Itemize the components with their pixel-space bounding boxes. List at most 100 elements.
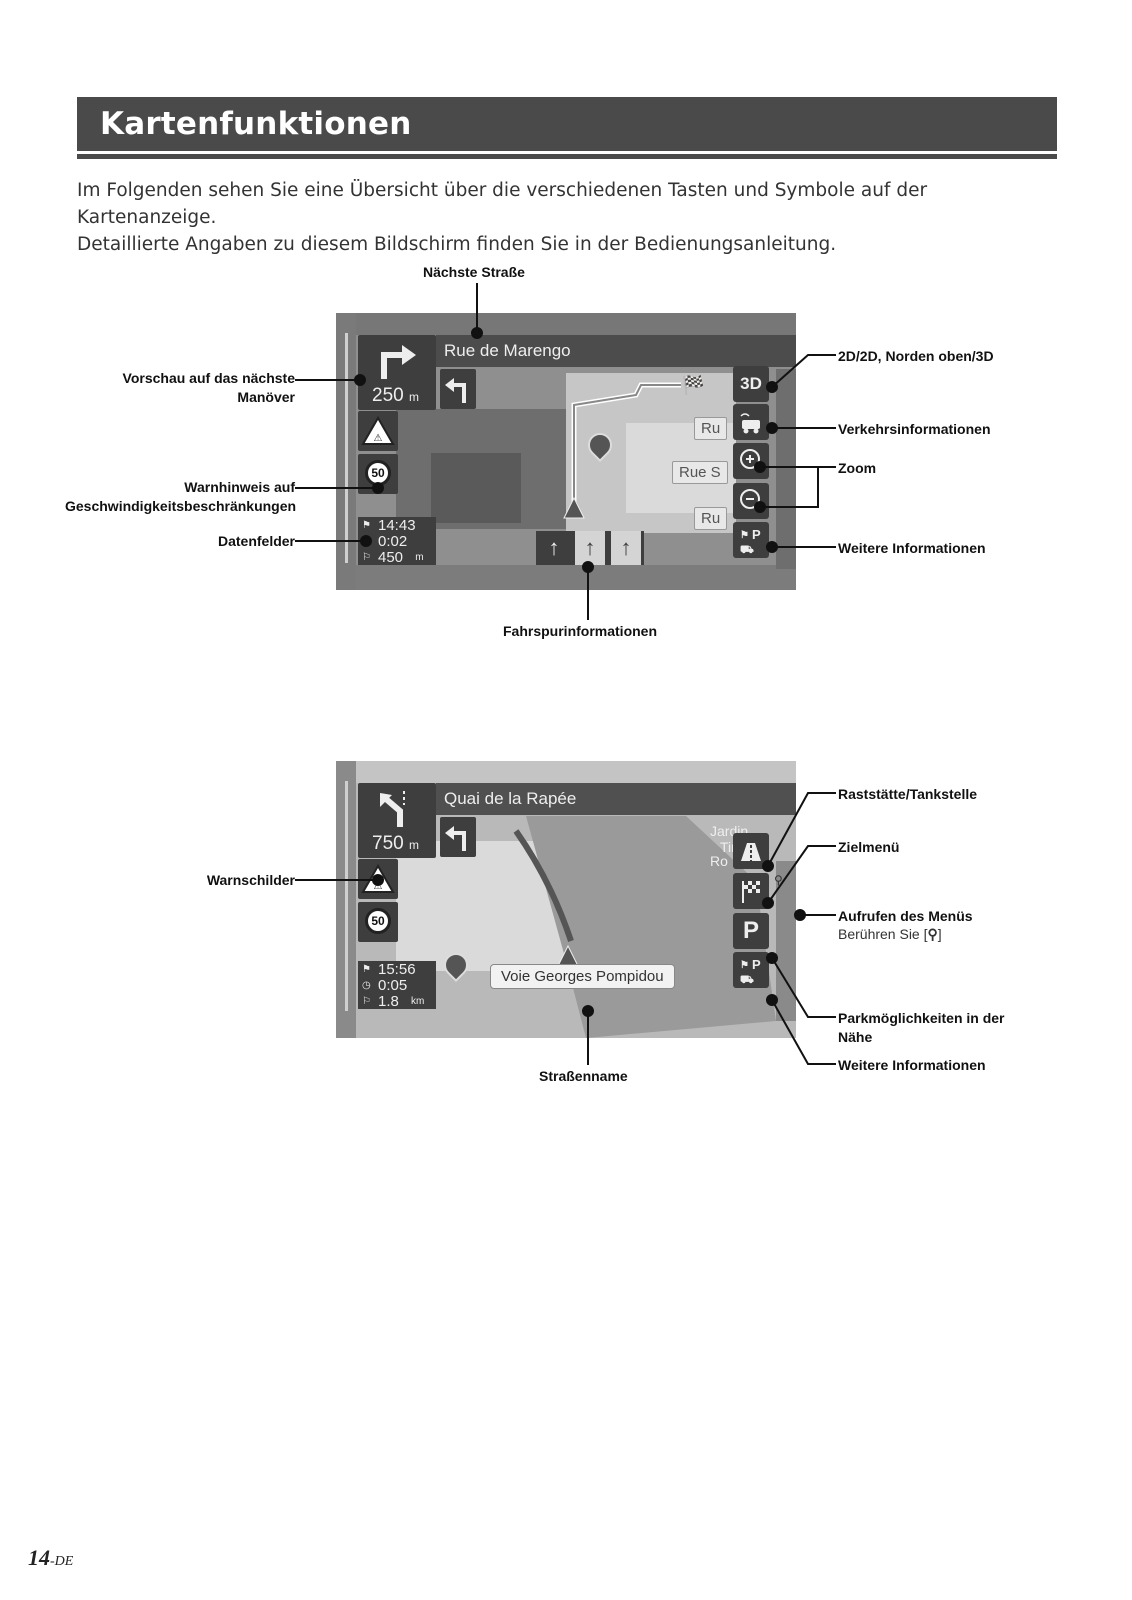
more-info-icon: ⚑ P ⛟: [740, 957, 761, 986]
data-fields[interactable]: ⚑14:43 ◷0:02 ⚐450 m: [358, 517, 436, 566]
destination-menu-button[interactable]: [733, 873, 769, 909]
map-foreground: [356, 565, 796, 590]
navigation-screen-3d: 🏁 Ru Rue S Ru Rue de Marengo 250 m ⚠ 50 …: [336, 313, 796, 590]
maneuver-preview[interactable]: 750 m: [358, 783, 436, 858]
zoom-out-icon: [740, 489, 763, 512]
callout-more-info: Weitere Informationen: [838, 540, 986, 556]
zoom-in-icon: [740, 449, 763, 472]
callout-lane-info: Fahrspurinformationen: [503, 623, 658, 639]
data-field-arrival: ⚑15:56: [362, 961, 416, 978]
map-street-label: Ru: [694, 507, 728, 530]
children-warning-icon: ⚠: [361, 863, 395, 893]
callout-more-info-2: Weitere Informationen: [838, 1057, 986, 1073]
data-field-distance: ⚐450 m: [362, 549, 424, 566]
next-street-bar[interactable]: Quai de la Rapée: [436, 783, 796, 815]
callout-zoom: Zoom: [838, 460, 877, 476]
checkered-flag-icon: [742, 881, 760, 903]
header-rule: [77, 154, 1057, 159]
distance-flag-icon: ⚐: [362, 996, 371, 1007]
data-field-time: ◷0:05: [362, 977, 408, 994]
callout-street-name: Straßenname: [539, 1068, 628, 1084]
lane-assist: ↑ ↑ ↑: [536, 531, 644, 565]
warning-sign-box[interactable]: ⚠: [358, 859, 398, 899]
flag-icon: ⚑: [362, 520, 371, 531]
lane-arrow-active-icon: ↑: [611, 531, 641, 565]
map-area-label: Tir: [720, 839, 736, 855]
view-mode-3d-button[interactable]: 3D: [733, 366, 769, 402]
search-menu-icon[interactable]: ⚲: [774, 873, 783, 887]
route-progress-strip: [336, 313, 356, 590]
svg-text:⚠: ⚠: [374, 881, 383, 892]
traffic-car-icon: [740, 413, 760, 434]
keep-left-icon: [380, 791, 405, 827]
map-top: [356, 761, 796, 783]
speed-limit-box[interactable]: 50: [358, 902, 398, 942]
more-info-button[interactable]: ⚑ P ⛟: [733, 522, 769, 558]
svg-text:P: P: [752, 957, 761, 972]
maneuver-preview[interactable]: 250 m: [358, 335, 436, 410]
search-icon: ⚲: [927, 926, 938, 942]
callout-next-street: Nächste Straße: [423, 264, 525, 280]
maneuver-distance: 750 m: [372, 833, 419, 854]
children-warning-icon: ⚠: [361, 415, 395, 445]
map-building-3d: [431, 453, 521, 523]
current-road-name: Voie Georges Pompidou: [490, 964, 675, 989]
svg-text:⚠: ⚠: [374, 433, 383, 444]
lane-arrow-active-icon: ↑: [575, 531, 605, 565]
intro-line-2: Detaillierte Angaben zu diesem Bildschir…: [77, 234, 837, 255]
speed-limit-sign: 50: [365, 460, 391, 486]
distance-flag-icon: ⚐: [362, 552, 371, 563]
page-title: Kartenfunktionen: [100, 106, 412, 142]
speed-limit-box[interactable]: 50: [358, 454, 398, 494]
traffic-button[interactable]: [733, 404, 769, 440]
route-progress-strip: [336, 761, 356, 1038]
maneuver-distance: 250 m: [372, 385, 419, 406]
header-band: [77, 97, 1057, 151]
map-area-label: Ro: [710, 853, 728, 869]
next-street-bar[interactable]: Rue de Marengo: [436, 335, 796, 367]
speed-limit-sign: 50: [365, 908, 391, 934]
flag-icon: ⚑: [362, 964, 371, 975]
callout-open-menu-hint: Berühren Sie [⚲]: [838, 926, 942, 942]
turn-left-icon: [445, 378, 466, 403]
data-field-arrival: ⚑14:43: [362, 517, 416, 534]
next-turn-preview: [440, 369, 476, 409]
callout-data-fields: Datenfelder: [217, 533, 295, 549]
next-turn-preview: [440, 817, 476, 857]
svg-text:P: P: [752, 527, 761, 542]
page-number: 14-DE: [28, 1545, 74, 1570]
callout-maneuver-preview: Vorschau auf das nächste Manöver: [122, 370, 295, 405]
map-street-label: Ru: [694, 417, 728, 440]
more-info-button[interactable]: ⚑ P ⛟: [733, 952, 769, 988]
more-info-icon: ⚑ P ⛟: [740, 527, 761, 556]
callout-speed-warning: Warnhinweis auf Geschwindigkeitsbeschrän…: [65, 479, 297, 514]
navigation-screen-2d: Jardin Tir Ro Quai de la Rapée 750 m ⚠ 5…: [336, 761, 796, 1038]
svg-text:⚑: ⚑: [740, 960, 749, 971]
callout-destination-menu: Zielmenü: [838, 839, 900, 855]
rest-area-button[interactable]: [733, 833, 769, 869]
parking-button[interactable]: P: [733, 913, 769, 949]
warning-sign-box[interactable]: ⚠: [358, 411, 398, 451]
callout-parking: Parkmöglichkeiten in der Nähe: [838, 1010, 1005, 1045]
map-skyline: [356, 313, 796, 335]
svg-text:⚑: ⚑: [740, 530, 749, 541]
data-field-time: ◷0:02: [362, 533, 408, 550]
zoom-in-button[interactable]: [733, 443, 769, 479]
callout-open-menu: Aufrufen des Menüs: [838, 908, 973, 924]
svg-text:⛟: ⛟: [740, 544, 754, 556]
route-line: [563, 382, 681, 519]
intro-line-1: Im Folgenden sehen Sie eine Übersicht üb…: [77, 180, 928, 228]
turn-left-icon: [445, 826, 466, 851]
map-street-label: Rue S: [672, 461, 728, 484]
callout-rest-area: Raststätte/Tankstelle: [838, 786, 978, 802]
turn-right-icon: [381, 345, 416, 379]
intro-text: Im Folgenden sehen Sie eine Übersicht üb…: [77, 177, 1067, 258]
svg-text:⛟: ⛟: [740, 974, 754, 986]
data-fields[interactable]: ⚑15:56 ◷0:05 ⚐1.8 km: [358, 961, 436, 1010]
callout-traffic: Verkehrsinformationen: [838, 421, 991, 437]
clock-icon: ◷: [362, 980, 371, 991]
right-strip: [776, 369, 796, 569]
callout-warning-signs: Warnschilder: [206, 872, 295, 888]
clock-icon: ◷: [362, 536, 371, 547]
zoom-out-button[interactable]: [733, 483, 769, 519]
